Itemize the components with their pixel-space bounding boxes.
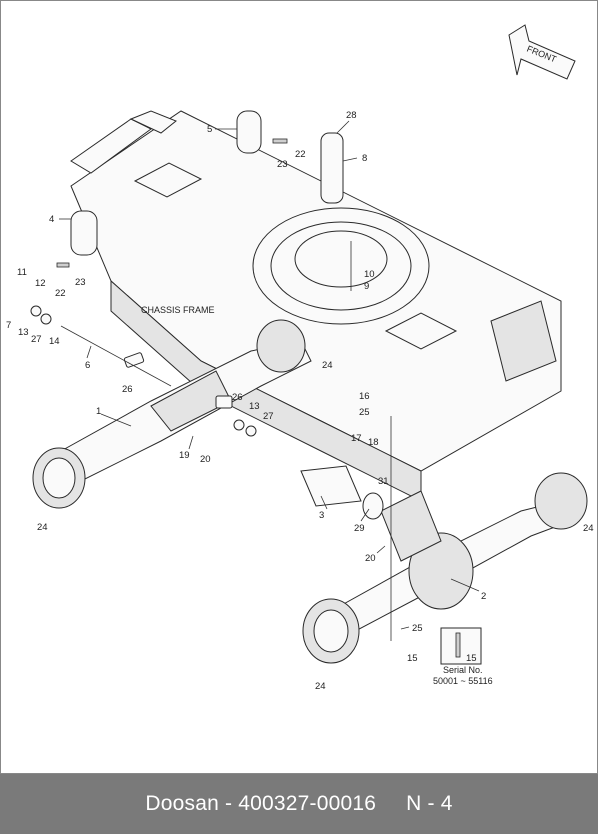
callout-27-left: 27 [31,334,42,345]
callout-26-right: 26 [232,392,243,403]
callout-31: 31 [378,476,389,487]
callout-23-top: 23 [277,159,288,170]
diagram-frame: FRONT CHASSIS FRAME [0,0,598,774]
callout-25-bottom: 25 [412,623,423,634]
callout-numbers: 1 2 3 4 5 6 7 8 9 10 11 12 13 13 14 15 1… [6,110,594,692]
callout-22-left: 22 [55,288,66,299]
front-arrow: FRONT [508,24,576,80]
callout-23-left: 23 [75,277,86,288]
chassis-frame: CHASSIS FRAME [70,110,562,502]
callout-24-rear-right: 24 [583,523,594,534]
footer-page: N - 4 [406,792,453,815]
callout-26-left: 26 [122,384,133,395]
callout-20-rear: 20 [365,553,376,564]
callout-27-right: 27 [263,411,274,422]
callout-13-front-right: 13 [249,401,260,412]
callout-29: 29 [354,523,365,534]
footer-separator: - [218,792,239,815]
callout-16: 16 [359,391,370,402]
chassis-frame-label: CHASSIS FRAME [141,305,215,315]
serial-no-title: Serial No. [443,665,483,675]
callout-1: 1 [96,406,101,417]
callout-25-top: 25 [359,407,370,418]
callout-8: 8 [362,153,367,164]
callout-12: 12 [35,278,46,289]
callout-24-rear-left: 24 [315,681,326,692]
callout-19: 19 [179,450,190,461]
callout-13-front-left: 13 [18,327,29,338]
upper-parts [56,110,344,268]
callout-7: 7 [6,320,11,331]
callout-9: 9 [364,281,369,292]
callout-24-front-right: 24 [322,360,333,371]
callout-20-front: 20 [200,454,211,465]
callout-17: 17 [351,433,362,444]
callout-14: 14 [49,336,60,347]
callout-3: 3 [319,510,324,521]
callout-2: 2 [481,591,486,602]
callout-4: 4 [49,214,54,225]
footer-banner: Doosan - 400327-00016 N - 4 [0,774,598,834]
callout-15: 15 [407,653,418,664]
serial-no-range: 50001 ~ 55116 [433,676,493,686]
callout-11: 11 [17,267,27,278]
serial-callout-15: 15 [466,653,477,664]
callout-10: 10 [364,269,375,280]
footer-part-number: 400327-00016 [238,792,377,815]
callout-22-top: 22 [295,149,306,160]
callout-28: 28 [346,110,357,121]
callout-24-front-left: 24 [37,522,48,533]
leader-lines [59,120,480,641]
exploded-parts-diagram: FRONT CHASSIS FRAME [6,24,594,692]
serial-number-box: 15 Serial No. 50001 ~ 55116 [433,627,493,686]
footer-brand: Doosan [145,792,219,815]
callout-5: 5 [207,124,212,135]
callout-6: 6 [85,360,90,371]
front-axle [30,305,312,509]
callout-18: 18 [368,437,379,448]
